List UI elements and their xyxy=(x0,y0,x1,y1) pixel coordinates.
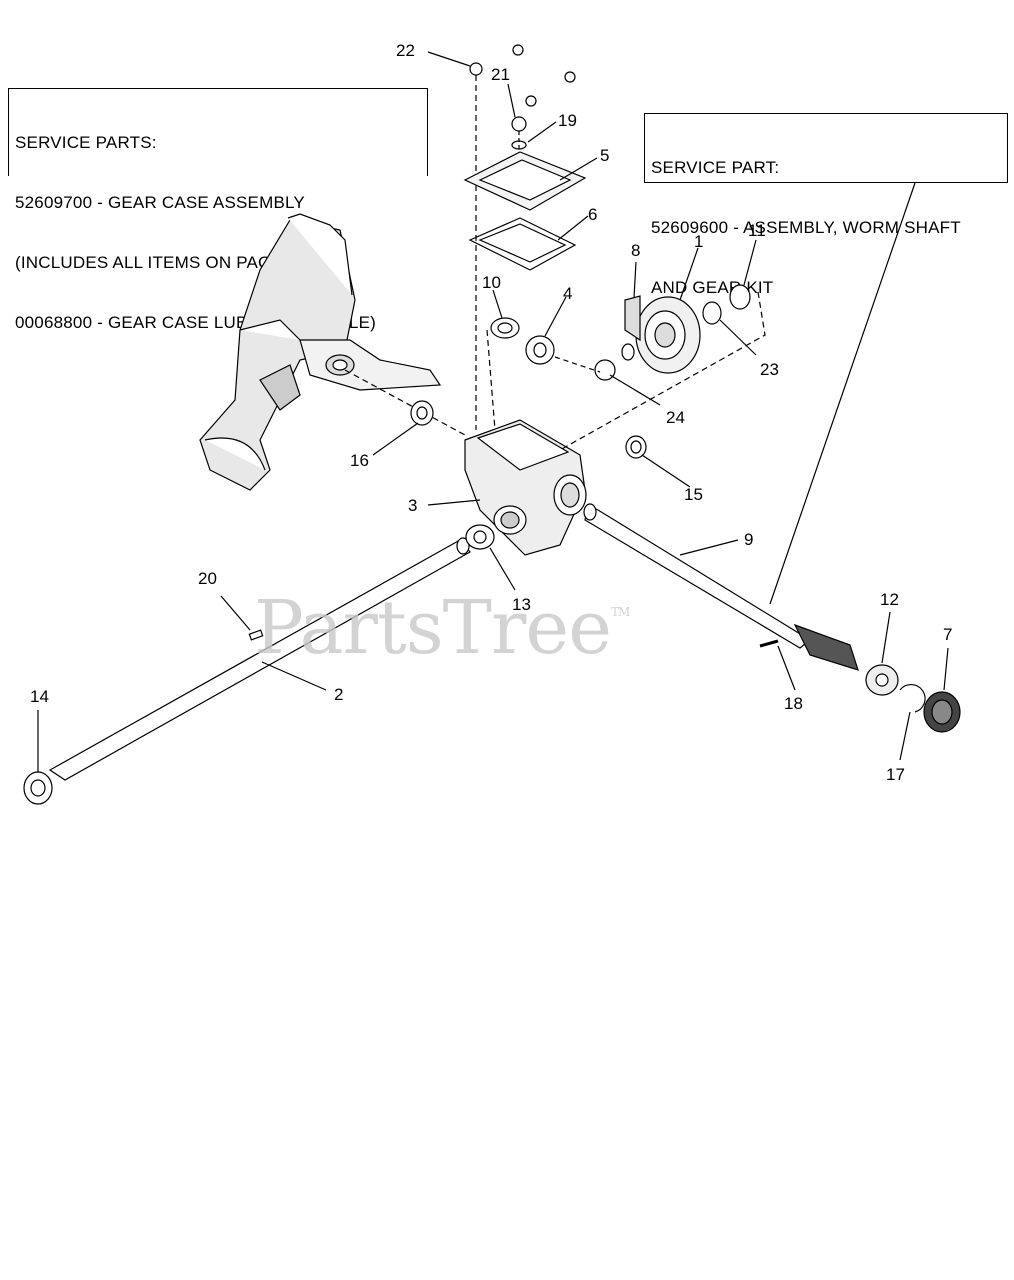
impeller-shaft xyxy=(48,537,471,781)
callout-20: 20 xyxy=(198,569,217,588)
gear-case-body xyxy=(464,419,587,556)
callout-10: 10 xyxy=(482,273,501,292)
callout-9: 9 xyxy=(744,530,754,549)
bushing-14 xyxy=(23,771,53,805)
watermark-text: PartsTree xyxy=(254,585,612,671)
callout-leaders xyxy=(37,51,949,772)
gear-spacers xyxy=(594,284,751,381)
callout-13: 13 xyxy=(512,595,531,614)
bushing-16 xyxy=(410,400,434,426)
oil-seal xyxy=(923,691,961,733)
service-box-leader xyxy=(769,182,916,605)
service-part-worm-shaft-kit: AND GEAR KIT xyxy=(651,278,774,297)
worm-shaft-pin xyxy=(759,639,779,648)
callout-14: 14 xyxy=(30,687,49,706)
callout-3: 3 xyxy=(408,496,418,515)
callout-11: 11 xyxy=(748,221,766,240)
callout-7: 7 xyxy=(943,625,953,644)
service-part-worm-shaft: 52609600 - ASSEMBLY, WORM SHAFT xyxy=(651,218,961,237)
callout-12: 12 xyxy=(880,590,899,609)
callout-2: 2 xyxy=(334,685,344,704)
service-parts-box: SERVICE PARTS: 52609700 - GEAR CASE ASSE… xyxy=(8,88,428,332)
worm-shaft xyxy=(583,503,859,671)
callout-1: 1 xyxy=(694,232,704,251)
service-part-heading: SERVICE PART: xyxy=(651,158,780,177)
cover-gasket xyxy=(468,217,577,271)
service-part-box: SERVICE PART: 52609600 - ASSEMBLY, WORM … xyxy=(644,113,1008,297)
callout-24: 24 xyxy=(666,408,685,427)
worm-gear xyxy=(624,295,701,374)
watermark-trademark: TM xyxy=(611,605,630,619)
callout-21: 21 xyxy=(491,65,510,84)
callout-4: 4 xyxy=(563,284,573,303)
bushing-13 xyxy=(465,524,495,550)
callout-17: 17 xyxy=(886,765,905,784)
callout-23: 23 xyxy=(760,360,779,379)
service-parts-heading: SERVICE PARTS: xyxy=(15,133,157,152)
callout-18: 18 xyxy=(784,694,803,713)
retaining-ring xyxy=(899,683,926,713)
watermark: PartsTreeTM xyxy=(254,585,630,671)
key-20 xyxy=(248,629,264,641)
gear-case-cover xyxy=(463,151,587,211)
callout-8: 8 xyxy=(631,241,641,260)
callout-16: 16 xyxy=(350,451,369,470)
bearings-10-4 xyxy=(490,317,555,365)
callout-5: 5 xyxy=(600,146,610,165)
callout-15: 15 xyxy=(684,485,703,504)
callout-22: 22 xyxy=(396,41,415,60)
callout-19: 19 xyxy=(558,111,577,130)
bushing-15 xyxy=(625,435,647,459)
impeller-axis-line xyxy=(344,369,466,436)
thrust-washer xyxy=(865,664,899,696)
impeller-part xyxy=(199,213,442,491)
cover-screws xyxy=(469,44,576,150)
service-part-gear-case: 52609700 - GEAR CASE ASSEMBLY xyxy=(15,193,305,212)
callout-6: 6 xyxy=(588,205,598,224)
